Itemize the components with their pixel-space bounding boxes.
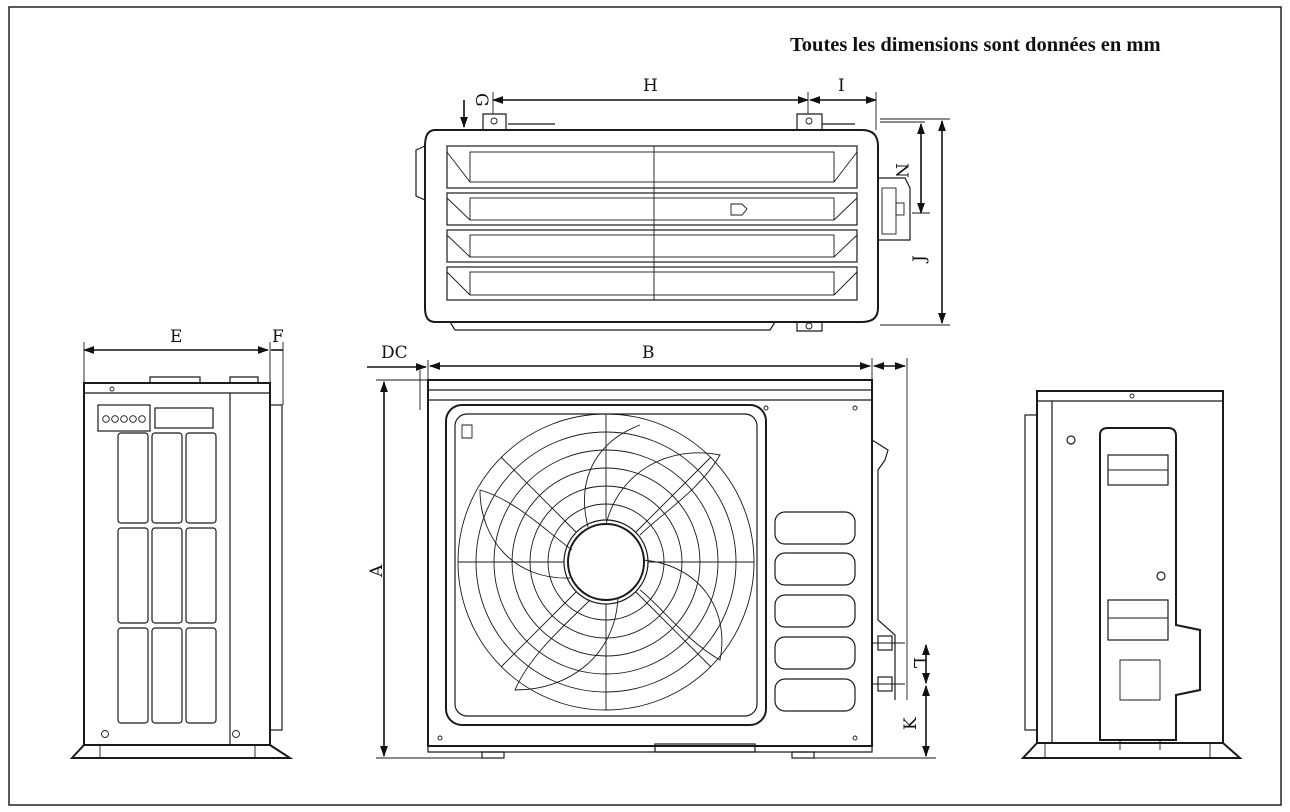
dim-label-j: J: [910, 255, 930, 264]
dim-label-k: K: [901, 717, 921, 730]
fan-grille: [457, 413, 755, 711]
dim-label-h: H: [643, 76, 658, 96]
dim-label-i: I: [838, 76, 845, 96]
dim-label-dc: DC: [381, 343, 408, 363]
dim-label-a: A: [367, 564, 387, 578]
dimension-lines: [82, 92, 950, 759]
top-view: [415, 113, 911, 332]
page-frame: [8, 6, 1282, 806]
dim-label-g: G: [471, 93, 491, 107]
dimensions-title: Toutes les dimensions sont données en mm: [790, 34, 1161, 56]
front-view: [427, 379, 905, 759]
right-side-view: [1020, 390, 1243, 759]
dim-label-f: F: [272, 327, 284, 347]
dim-label-e: E: [170, 327, 182, 347]
left-side-view: [69, 376, 294, 759]
dim-label-l: L: [909, 657, 929, 668]
dim-label-n: N: [891, 163, 911, 178]
dim-label-b: B: [642, 343, 655, 363]
